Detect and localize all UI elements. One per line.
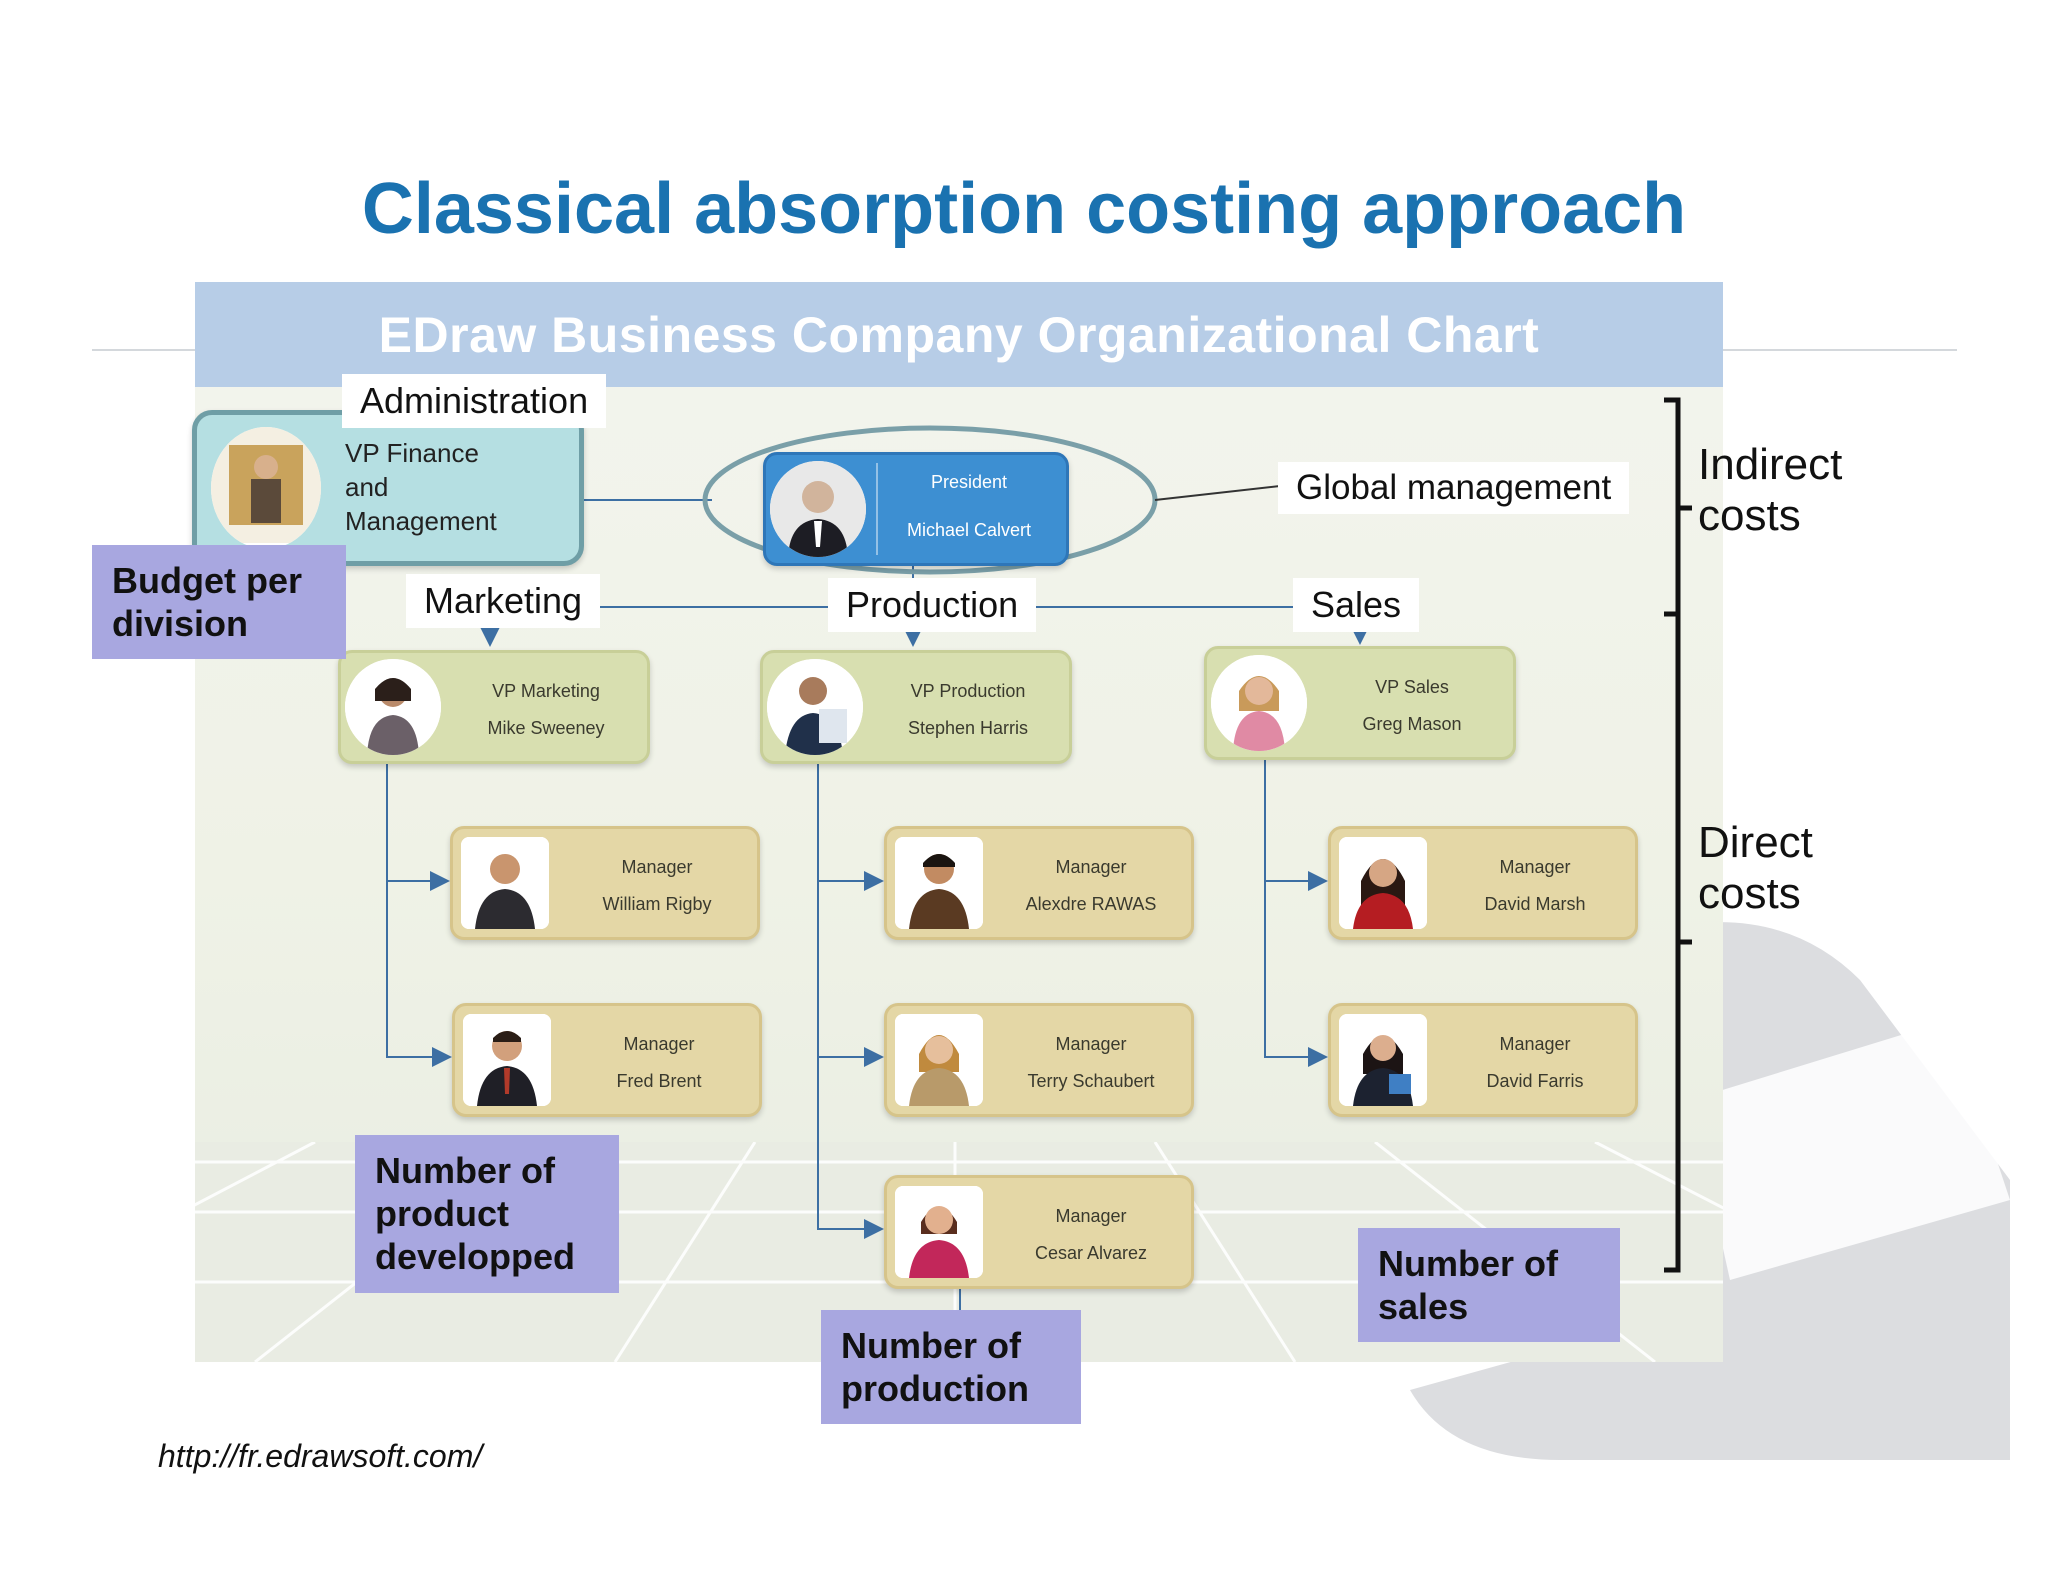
- vp-sales-card[interactable]: VP Sales Greg Mason: [1204, 646, 1516, 760]
- person-photo-icon: [1211, 655, 1307, 751]
- metric-line: Number of: [375, 1150, 555, 1191]
- metric-line: Number of: [1378, 1243, 1558, 1284]
- card-name: William Rigby: [602, 893, 712, 914]
- person-photo-icon: [895, 1014, 983, 1106]
- metric-line: product: [375, 1193, 509, 1235]
- avatar: [461, 837, 549, 929]
- avatar: [211, 427, 321, 549]
- vp-production-card[interactable]: VP Production Stephen Harris: [760, 650, 1072, 764]
- avatar: [770, 461, 866, 557]
- metric-line: sales: [1378, 1286, 1469, 1328]
- person-photo-icon: [770, 461, 866, 557]
- metric-line: developped: [375, 1236, 576, 1278]
- direct-costs-label: Direct costs: [1698, 818, 1813, 919]
- admin-line-3: Management: [345, 505, 497, 536]
- card-title: Manager: [1055, 857, 1127, 878]
- sales-label: Sales: [1293, 578, 1420, 632]
- budget-per-division-box: Budget per division: [92, 545, 346, 660]
- president-card[interactable]: President Michael Calvert: [763, 452, 1069, 566]
- person-photo-icon: [463, 1014, 551, 1106]
- admin-line-1: VP Finance: [345, 438, 479, 468]
- chart-header-title: EDraw Business Company Organizational Ch…: [378, 307, 1540, 363]
- card-name: David Marsh: [1484, 893, 1586, 914]
- manager-card[interactable]: Manager William Rigby: [450, 826, 760, 940]
- person-photo-icon: [211, 427, 321, 543]
- card-divider: [876, 463, 878, 555]
- avatar: [895, 1186, 983, 1278]
- avatar: [1339, 837, 1427, 929]
- card-title: Manager: [1055, 1206, 1127, 1227]
- manager-card[interactable]: Manager Alexdre RAWAS: [884, 826, 1194, 940]
- admin-line-2: and: [345, 471, 389, 502]
- card-title: Manager: [1499, 1034, 1571, 1055]
- card-title: VP Sales: [1375, 677, 1449, 698]
- person-photo-icon: [895, 1186, 983, 1278]
- card-name: Greg Mason: [1362, 713, 1462, 734]
- slide-title: Classical absorption costing approach: [361, 169, 1687, 249]
- card-name: Cesar Alvarez: [1034, 1242, 1148, 1263]
- card-name: Fred Brent: [616, 1070, 702, 1091]
- cost-line: Indirect: [1698, 440, 1843, 489]
- card-title: VP Production: [910, 681, 1026, 702]
- vp-marketing-card[interactable]: VP Marketing Mike Sweeney: [338, 650, 650, 764]
- manager-card[interactable]: Manager Terry Schaubert: [884, 1003, 1194, 1117]
- cost-line: costs: [1698, 868, 1801, 918]
- avatar: [1211, 655, 1307, 751]
- metric-line: Budget per: [112, 560, 303, 601]
- person-photo-icon: [1339, 837, 1427, 929]
- cost-line: Direct: [1698, 818, 1813, 867]
- card-title: Manager: [621, 857, 693, 878]
- card-title: VP Marketing: [492, 681, 600, 702]
- manager-card[interactable]: Manager Cesar Alvarez: [884, 1175, 1194, 1289]
- person-photo-icon: [461, 837, 549, 929]
- production-label: Production: [828, 578, 1037, 632]
- avatar: [345, 659, 441, 755]
- avatar: [895, 1014, 983, 1106]
- number-of-sales-box: Number of sales: [1358, 1228, 1620, 1343]
- card-name: Stephen Harris: [907, 717, 1029, 738]
- source-link[interactable]: http://fr.edrawsoft.com/: [158, 1438, 483, 1474]
- metric-line: Number of: [841, 1325, 1021, 1366]
- manager-card[interactable]: Manager Fred Brent: [452, 1003, 762, 1117]
- card-title: President: [930, 472, 1008, 493]
- avatar: [463, 1014, 551, 1106]
- avatar: [1339, 1014, 1427, 1106]
- avatar: [767, 659, 863, 755]
- metric-line: division: [112, 603, 249, 645]
- number-of-product-box: Number of product developped: [355, 1135, 619, 1293]
- card-name: David Farris: [1486, 1070, 1584, 1091]
- avatar: [895, 837, 983, 929]
- card-name: Terry Schaubert: [1027, 1070, 1155, 1091]
- person-photo-icon: [767, 659, 863, 755]
- manager-card[interactable]: Manager David Marsh: [1328, 826, 1638, 940]
- metric-line: production: [841, 1368, 1029, 1410]
- indirect-costs-label: Indirect costs: [1698, 440, 1842, 541]
- administration-label: Administration: [342, 374, 607, 428]
- person-photo-icon: [895, 837, 983, 929]
- cost-line: costs: [1698, 490, 1801, 540]
- marketing-label: Marketing: [406, 574, 601, 628]
- card-title: Manager: [1055, 1034, 1127, 1055]
- card-name: Alexdre RAWAS: [1025, 893, 1157, 914]
- chart-header-band: EDraw Business Company Organizational Ch…: [195, 282, 1723, 387]
- manager-card[interactable]: Manager David Farris: [1328, 1003, 1638, 1117]
- card-title: Manager: [623, 1034, 695, 1055]
- admin-card[interactable]: VP Finance and Management: [192, 410, 584, 566]
- person-photo-icon: [1339, 1014, 1427, 1106]
- card-name: Mike Sweeney: [487, 717, 605, 738]
- card-title: Manager: [1499, 857, 1571, 878]
- person-photo-icon: [345, 659, 441, 755]
- card-name: Michael Calvert: [906, 519, 1032, 540]
- number-of-production-box: Number of production: [821, 1310, 1081, 1425]
- global-management-label: Global management: [1278, 462, 1630, 514]
